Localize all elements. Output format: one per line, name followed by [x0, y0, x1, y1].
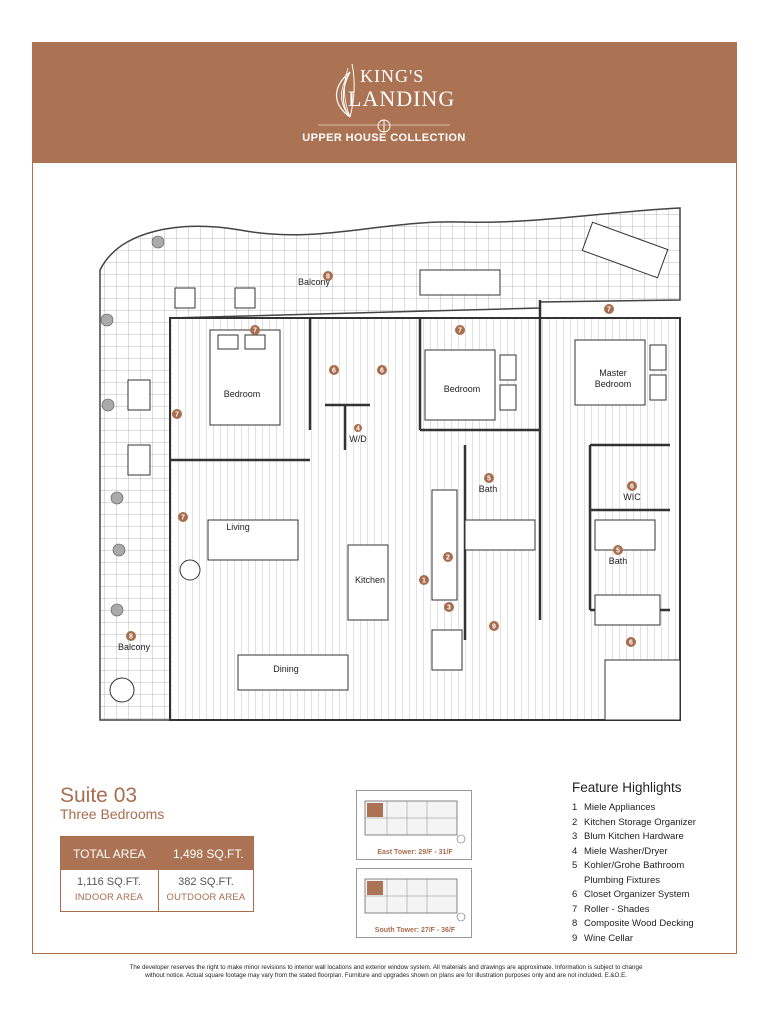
keyplan-south-diagram	[364, 878, 466, 922]
badge: 5	[484, 473, 494, 483]
svg-text:8: 8	[326, 274, 330, 281]
keyplan-south-caption: South Tower: 27/F - 36/F	[374, 927, 456, 934]
room-label-wd: W/D	[349, 434, 367, 444]
svg-text:3: 3	[447, 605, 451, 612]
badge: 4	[354, 424, 362, 433]
indoor-area-value: 1,116 SQ.FT.	[77, 876, 141, 888]
brand-logo	[318, 63, 450, 133]
badge: 6	[329, 365, 339, 375]
room-label-master-line2: Bedroom	[595, 379, 632, 389]
room-label-bath1: Bath	[479, 484, 498, 494]
collection-title: UPPER HOUSE COLLECTION	[302, 132, 466, 144]
badge: 3	[444, 602, 454, 612]
outdoor-area-value: 382 SQ.FT.	[178, 876, 234, 888]
room-label-master-line1: Master	[599, 368, 627, 378]
svg-text:7: 7	[175, 412, 179, 419]
badge: 6	[626, 637, 636, 647]
svg-text:7: 7	[607, 307, 611, 314]
svg-text:7: 7	[253, 328, 257, 335]
svg-text:6: 6	[380, 368, 384, 375]
badge: 8	[323, 271, 333, 281]
area-divider	[158, 870, 159, 911]
total-area-value: 1,498 SQ.FT.	[173, 847, 244, 861]
badge: 7	[172, 409, 182, 419]
svg-text:6: 6	[629, 640, 633, 647]
interior-walls	[170, 300, 670, 640]
svg-text:2: 2	[446, 555, 450, 562]
badge: 1	[419, 575, 429, 585]
badge: 5	[613, 545, 623, 555]
disclaimer: The developer reserves the right to make…	[96, 964, 676, 980]
badge: 2	[443, 552, 453, 562]
indoor-area-cell: 1,116 SQ.FT. INDOOR AREA	[61, 876, 157, 903]
keyplan-east-tower: East Tower: 29/F - 31/F	[356, 790, 472, 860]
svg-text:8: 8	[129, 634, 133, 641]
area-table: TOTAL AREA 1,498 SQ.FT. 1,116 SQ.FT. IND…	[60, 836, 254, 912]
feature-highlights-title: Feature Highlights	[572, 780, 682, 795]
badge: 9	[489, 621, 499, 631]
outdoor-area-cell: 382 SQ.FT. OUTDOOR AREA	[158, 876, 254, 903]
balcony-plants	[100, 235, 165, 617]
furniture	[109, 221, 669, 703]
badge: 6	[627, 481, 637, 491]
room-label-bedroom-mid: Bedroom	[444, 384, 481, 394]
badge: 7	[604, 304, 614, 314]
feature-badges: 8 7 7 7 7 7 6 6 4 5 6 5 2 1 3 9 6 8	[126, 271, 637, 647]
room-label-balcony-top: Balcony	[298, 277, 331, 287]
room-label-living: Living	[226, 522, 250, 532]
disclaimer-line2: without notice. Actual square footage ma…	[145, 972, 627, 979]
brand-header	[32, 42, 737, 163]
suite-title: Suite 03	[60, 784, 138, 807]
badge: 7	[250, 325, 260, 335]
room-label-kitchen: Kitchen	[355, 575, 385, 585]
badge: 6	[377, 365, 387, 375]
room-label-balcony-left: Balcony	[118, 642, 151, 652]
svg-text:6: 6	[630, 484, 634, 491]
svg-text:1: 1	[422, 578, 426, 585]
badge: 8	[126, 631, 136, 641]
svg-text:7: 7	[181, 515, 185, 522]
badge: 7	[178, 512, 188, 522]
keyplan-south-tower: South Tower: 27/F - 36/F	[356, 868, 472, 938]
total-area-label: TOTAL AREA	[73, 847, 146, 861]
svg-text:6: 6	[332, 368, 336, 375]
outdoor-area-label: OUTDOOR AREA	[166, 892, 246, 903]
svg-text:7: 7	[458, 328, 462, 335]
svg-text:9: 9	[492, 624, 496, 631]
floor-plan: Balcony Bedroom Bedroom Master Bedroom W…	[99, 207, 681, 721]
badge: 7	[455, 325, 465, 335]
brand-name-line1: KING'S	[360, 66, 425, 86]
svg-text:4: 4	[356, 426, 360, 433]
suite-subtitle: Three Bedrooms	[60, 806, 165, 822]
room-label-bath2: Bath	[609, 556, 628, 566]
room-label-dining: Dining	[273, 664, 299, 674]
room-label-wic: WIC	[623, 492, 641, 502]
indoor-area-label: INDOOR AREA	[74, 892, 144, 903]
svg-text:5: 5	[487, 476, 491, 483]
total-area-row: TOTAL AREA 1,498 SQ.FT.	[61, 837, 253, 870]
compass-icon	[456, 834, 466, 844]
brand-name-line2: LANDING	[348, 86, 456, 111]
disclaimer-line1: The developer reserves the right to make…	[129, 964, 643, 971]
area-breakdown-row: 1,116 SQ.FT. INDOOR AREA 382 SQ.FT. OUTD…	[61, 870, 253, 911]
keyplan-east-diagram	[364, 800, 466, 844]
keyplan-east-caption: East Tower: 29/F - 31/F	[377, 849, 453, 856]
room-label-bedroom-left: Bedroom	[224, 389, 261, 399]
compass-icon	[456, 912, 466, 922]
svg-text:5: 5	[616, 548, 620, 555]
